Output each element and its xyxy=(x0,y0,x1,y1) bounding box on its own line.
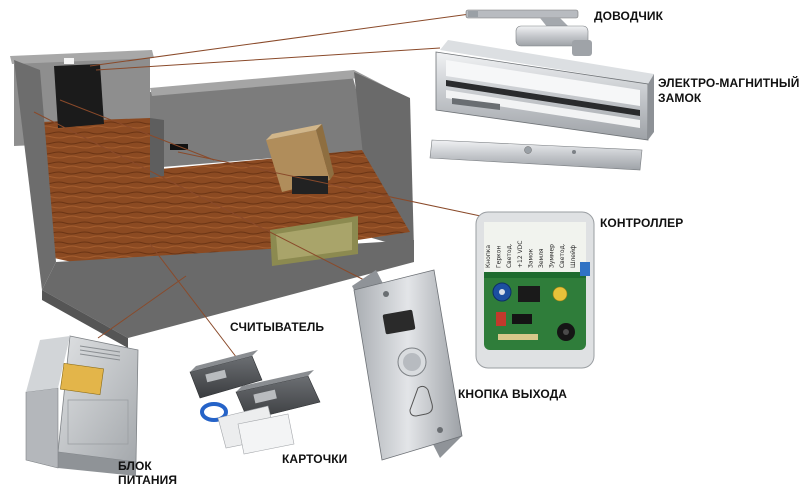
reader-label: СЧИТЫВАТЕЛЬ xyxy=(230,320,325,334)
psu-label-line2: ПИТАНИЯ xyxy=(118,473,178,487)
connection-lines xyxy=(33,13,491,363)
controller-terminal-label: Земля xyxy=(538,248,545,268)
maglock-label-line2: ЗАМОК xyxy=(658,91,702,105)
controller-terminal-label: Кнопка xyxy=(485,245,492,268)
door-closer-image xyxy=(465,9,592,56)
controller-terminal-label: Геркон xyxy=(496,246,503,268)
power-supply-image xyxy=(25,335,139,476)
controller-terminal-label: Зуммер xyxy=(549,244,556,268)
controller-terminal-label: +12 VDC xyxy=(517,241,524,268)
cards-label: КАРТОЧКИ xyxy=(282,452,348,466)
cards-image xyxy=(200,402,295,455)
maglock-label-line1: ЭЛЕКТРО-МАГНИТНЫЙ xyxy=(658,76,800,90)
room-illustration xyxy=(10,50,414,348)
controller-label: КОНТРОЛЛЕР xyxy=(600,216,684,230)
closer-label: ДОВОДЧИК xyxy=(594,9,663,23)
psu-label-line1: БЛОК xyxy=(118,459,152,473)
controller-terminal-label: Замок xyxy=(527,248,534,268)
exit-button-label: КНОПКА ВЫХОДА xyxy=(458,387,568,401)
magnetic-lock-image xyxy=(429,40,654,171)
controller-terminal-label: Светод. xyxy=(559,243,566,268)
exit-button-image xyxy=(352,269,463,461)
controller-terminal-label: Шлейф xyxy=(570,245,577,268)
controller-terminal-label: Светод. xyxy=(506,243,513,268)
